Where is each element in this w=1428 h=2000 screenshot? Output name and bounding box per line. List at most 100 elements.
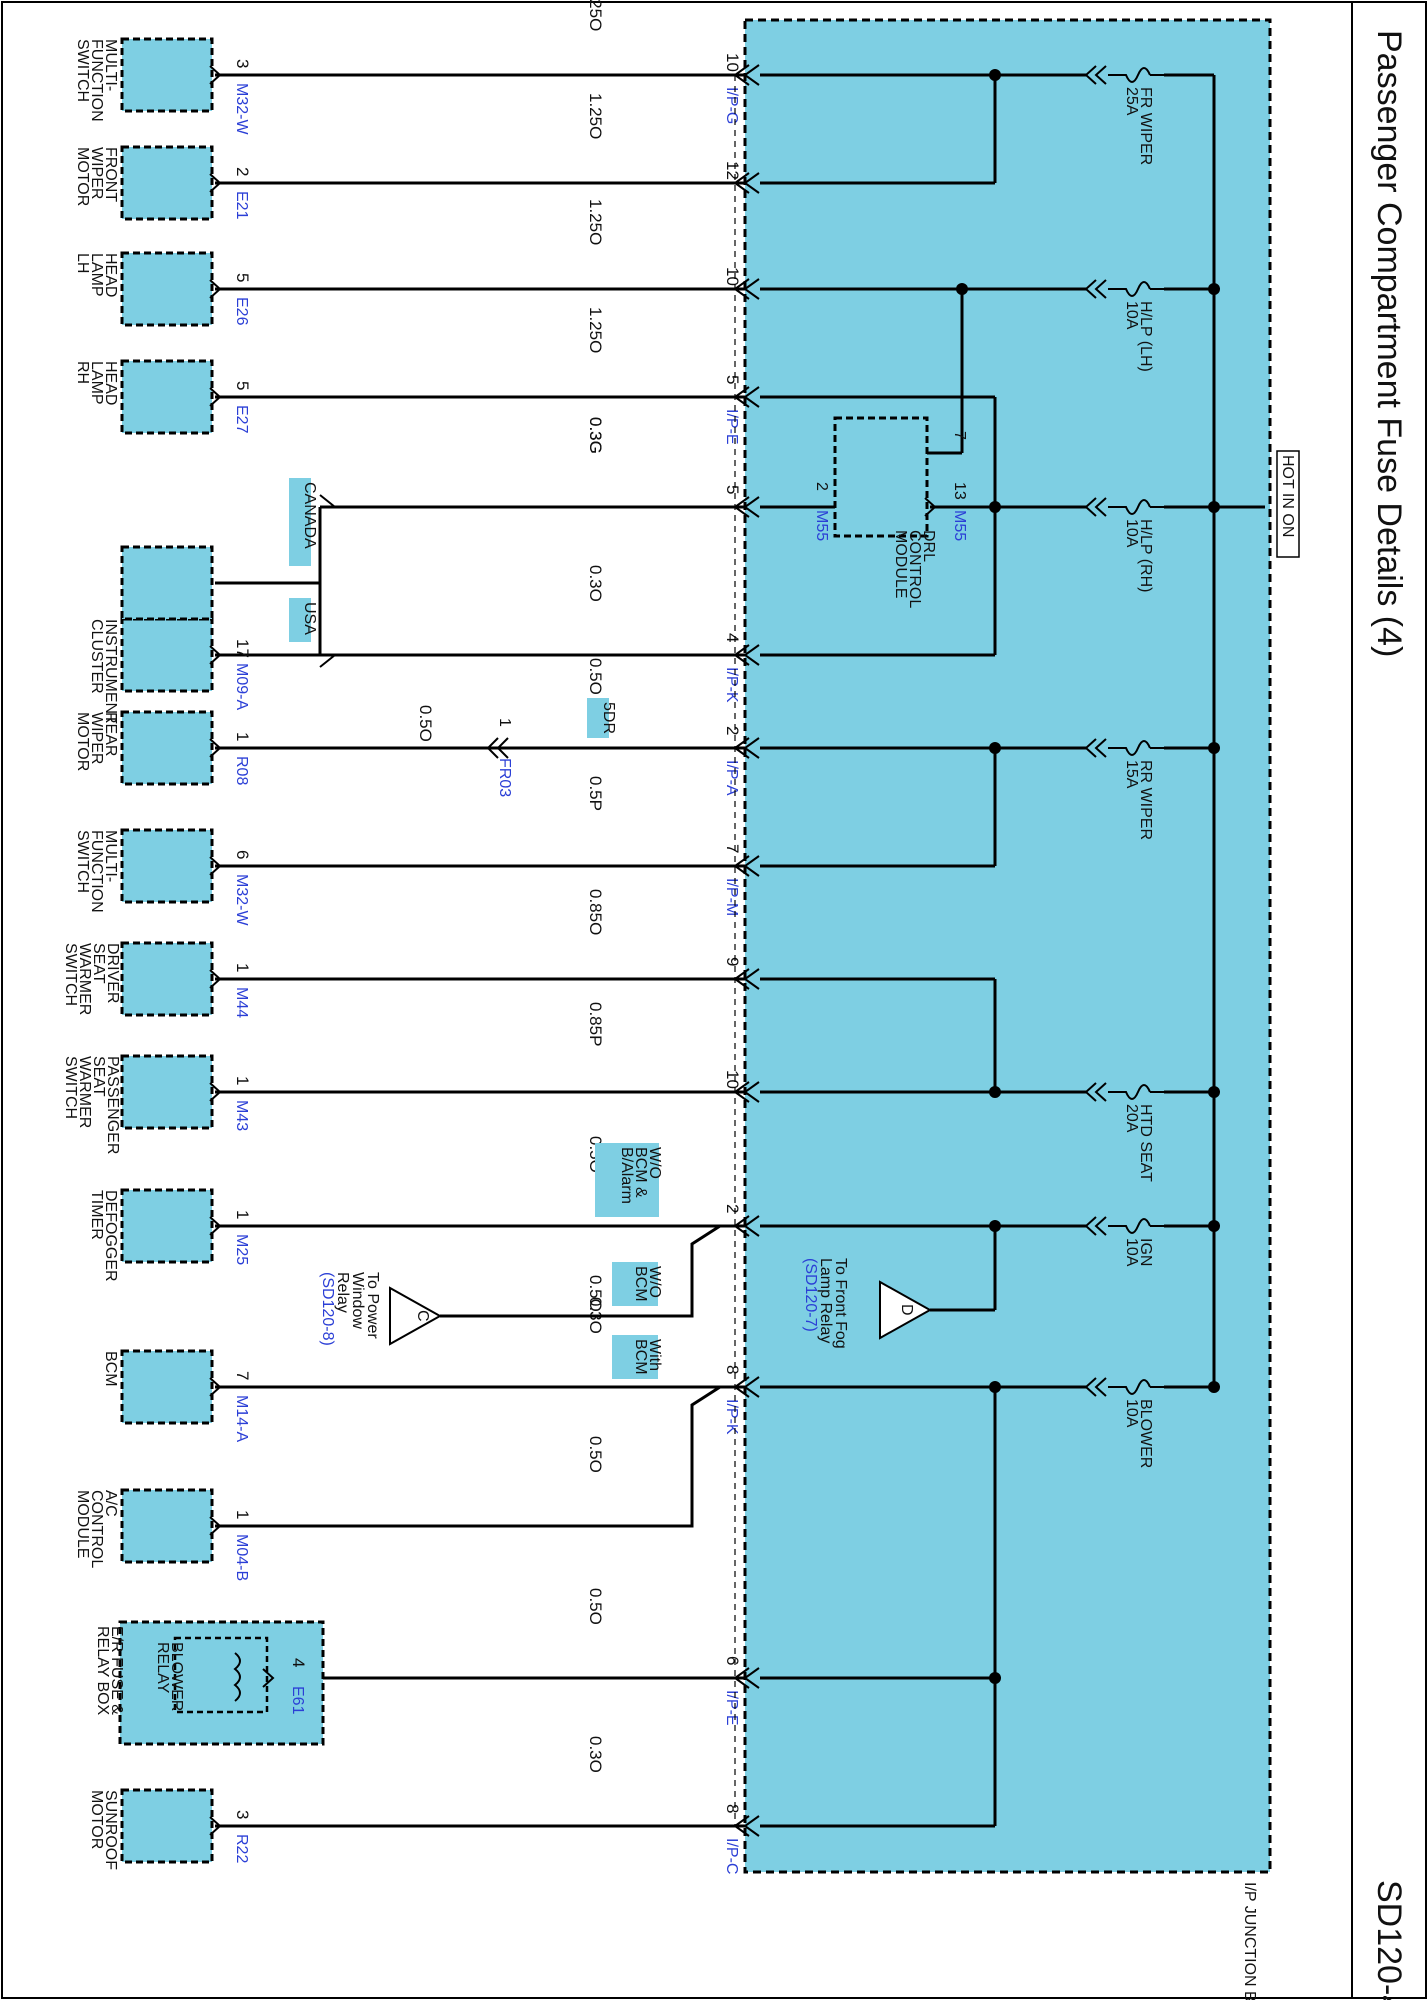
fuse-icon [1108,499,1164,515]
component-name: LH [74,253,91,273]
variant-label: BCM [632,1266,649,1302]
component-pin-number: 1 [233,1510,252,1519]
component-connector-id: R08 [233,756,250,785]
fuse: H/LP (LH)10A [995,279,1220,372]
component-box [120,1054,214,1130]
component-pin [209,173,222,193]
page-title: Passenger Compartment Fuse Details (4) [1370,30,1408,657]
fuse-name: RR WIPER [1137,760,1154,840]
component-pin-number: 1 [233,1210,252,1219]
drl-name: CONTROL [906,530,923,608]
component-connector-id: E26 [233,297,250,326]
bus-splice [1208,1086,1220,1098]
svg-text:I/P JUNCTION BOX: I/P JUNCTION BOX [1241,1882,1258,2000]
component-connector-id: M43 [233,1100,250,1131]
variant-label: W/O [646,1266,663,1298]
component-name: FRONT [102,147,119,202]
component-name: SEAT [90,1056,107,1097]
component-pin [209,279,222,299]
component-name: WIPER [88,712,105,764]
jb-pin: 2 [723,726,742,735]
fuse-icon [1108,281,1164,297]
variant-mark [319,494,336,668]
relay-name: RELAY [154,1642,171,1694]
component-name: WARMER [76,943,93,1015]
jb-connector-id: I/P-C [723,1838,740,1874]
internal-wiring: DRLCONTROLMODULE713M552M55CANADAUSA0.3G1… [120,69,1001,1828]
jb-pin: 12 [723,161,742,180]
component-name: A/C [102,1490,119,1517]
jb-connector [733,644,760,666]
fuse-name: IGN [1137,1238,1154,1266]
canada-tag [289,478,311,566]
component-pin [209,1082,222,1102]
wire-spec: 1.25O [586,93,605,139]
hot-in-on-label: HOT IN ON [1276,450,1300,558]
component-name: RH [74,361,91,384]
component-name: MULTI- [102,830,119,882]
jb-connector [733,1667,760,1689]
component-pin [209,645,222,665]
variant-label: BCM [632,1339,649,1375]
fuse-rating: 10A [1123,519,1140,548]
jb-connector-id: I/P-M [723,878,740,916]
component-pin-number: 17 [233,639,252,658]
jb-pin: 10 [723,1070,742,1089]
fuse-name: HTD SEAT [1137,1104,1154,1182]
ref-c-text: To Power [364,1272,381,1339]
wire-spec: 0.5O [416,705,435,742]
splice-dot [989,742,1001,754]
component-connector-id: E27 [233,405,250,434]
component-pin-number: 5 [233,381,252,390]
component-name: INSTRUMENT [102,619,119,724]
component-name: SWITCH [62,943,79,1006]
component-box [120,828,214,904]
jb-connector [733,172,760,194]
ref-c-text: (SD120-8) [319,1272,336,1346]
jb-connector [733,1215,760,1237]
wire-spec: 0.3O [586,1736,605,1773]
wire-spec: 0.3G [586,417,605,454]
component-connector-id: M04-B [233,1534,250,1581]
drl-box [833,416,929,538]
five-dr-tag [587,698,609,738]
splice-dot [956,283,968,295]
ref-d-letter: D [898,1304,915,1316]
fuse-icon [1108,1084,1164,1100]
component-box [120,1188,214,1264]
component-connector-id: E61 [289,1686,306,1715]
component-pin-number: 1 [233,963,252,972]
fuse: H/LP (RH)10A [995,497,1214,593]
ref-c-triangle [389,1286,443,1346]
component-box [120,1488,214,1564]
component-pin-number: 5 [233,273,252,282]
component-name: MOTOR [74,147,91,206]
jb-pin: 4 [723,633,742,642]
component-name: DRIVER [104,943,121,1003]
fr03-id: FR03 [496,758,513,797]
splice-dot [989,1086,1001,1098]
jb-connector-id: I/P-E [723,409,740,445]
component-name: PASSENGER [104,1056,121,1154]
drl-name: DRL [920,530,937,562]
jb-connector-id: I/P-K [723,1399,740,1435]
component-name: FUNCTION [88,830,105,913]
wire-spec: 0.85O [586,889,605,935]
component-name: TIMER [88,1190,105,1240]
